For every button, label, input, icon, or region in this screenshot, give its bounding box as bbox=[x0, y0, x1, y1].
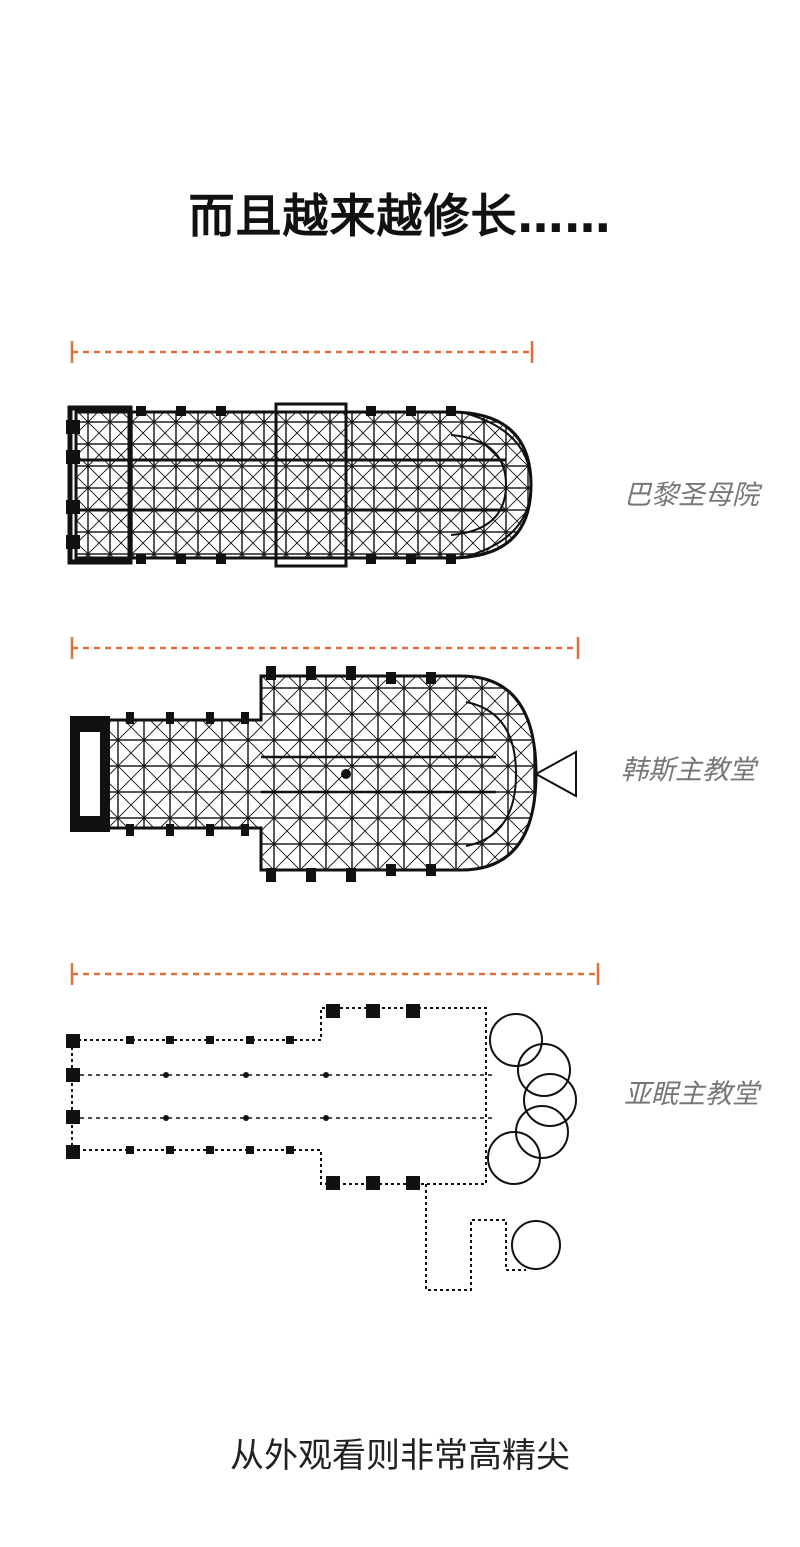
floor-plan-amiens bbox=[66, 1004, 577, 1291]
floor-plan-reims bbox=[70, 666, 577, 882]
scale-bar-reims bbox=[70, 637, 580, 659]
plan-label-reims: 韩斯主教堂 bbox=[621, 755, 756, 786]
scale-bar-notre-dame bbox=[70, 341, 534, 363]
floor-plan-notre-dame bbox=[66, 402, 533, 568]
scale-bar-amiens bbox=[70, 963, 600, 985]
page-title: 而且越来越修长…… bbox=[188, 189, 612, 243]
plan-label-amiens: 亚眠主教堂 bbox=[624, 1079, 759, 1110]
caption: 从外观看则非常高精尖 bbox=[230, 1436, 570, 1476]
plan-label-notre-dame: 巴黎圣母院 bbox=[624, 480, 759, 511]
